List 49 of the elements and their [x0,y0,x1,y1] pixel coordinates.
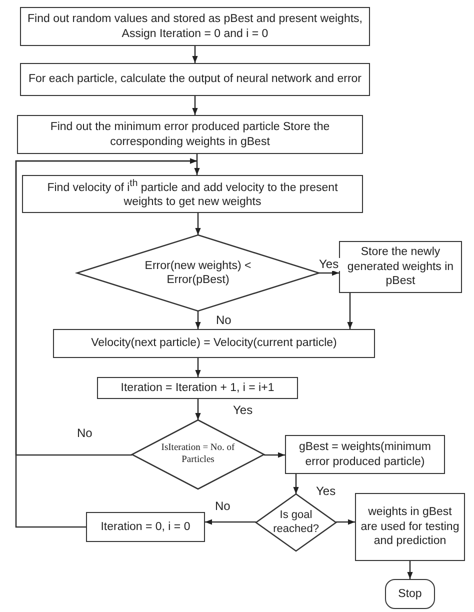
process-box [339,241,462,293]
arrow [407,561,413,579]
step-text: For each particle, calculate the output of neural network and error [27,72,363,87]
decision-diamond [77,235,319,311]
decision-diamond [132,420,264,489]
arrow [319,270,339,276]
arrow [195,358,201,377]
step-text: Iteration = Iteration + 1, i = i+1 [120,380,276,396]
edge-label: Yes [232,404,254,418]
step-text: Iteration = 0, i = 0 [100,520,192,534]
process-box [17,115,363,154]
step-text: Error(new weights) < Error(pBest) [144,258,252,288]
process-box [20,63,370,96]
step-text: Find out the minimum error produced particle Store the corresponding weights in gBest [49,120,331,149]
process-box [53,329,375,358]
arrow [347,293,353,329]
step-text: Store the newly generated weights in pBest [346,245,455,289]
step-text: Find out random values and stored as pBest and present weights, Assign Iteration = 0 and i = 0 [26,12,364,41]
step-text: Velocity(next particle) = Velocity(current particle) [90,336,338,351]
step-text: Is goal reached? [272,508,320,536]
process-box [86,512,205,542]
process-box [285,435,445,474]
edge-label: No [214,500,232,514]
arrow [195,213,201,235]
arrow [205,519,256,525]
arrow [336,519,355,525]
arrow [194,154,200,175]
process-box [97,377,298,399]
process-box [22,175,363,213]
step-text: gBest = weights(minimum error produced particle) [298,440,432,469]
process-box [355,493,465,561]
arrow [192,46,198,63]
step-text: IsIteration = No. of Particles [160,442,236,466]
edge-label: No [215,314,232,328]
arrow [15,158,197,528]
arrow [195,399,201,420]
process-box [20,7,370,46]
arrow [195,311,201,329]
edge-label: Yes [315,485,337,498]
arrow [264,452,285,458]
arrow [192,96,198,115]
edge-label: No [76,427,94,440]
step-text: weights in gBest are used for testing and prediction [360,505,460,549]
arrow [293,474,299,494]
terminal-box [385,579,435,609]
decision-diamond [256,494,336,551]
step-text: Find velocity of i$^{th}$ particle and add velocity to the present weights to get new weights [46,178,339,210]
edge-label: Yes [318,258,340,272]
step-text: Stop [397,586,423,602]
